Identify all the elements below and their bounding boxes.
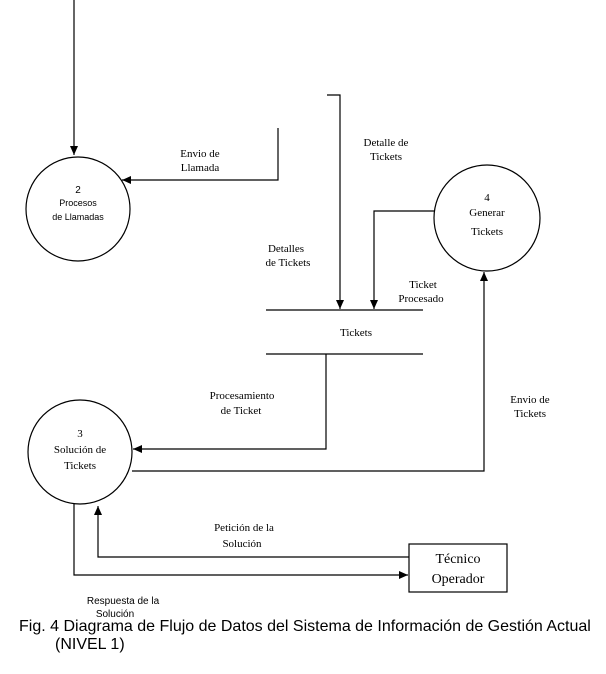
caption-line1: Fig. 4 Diagrama de Flujo de Datos del Si… <box>19 618 591 635</box>
flow-detalle-tickets-label-line2: Tickets <box>370 151 402 163</box>
data-store-tickets: Tickets <box>266 309 423 355</box>
figure-caption: Fig. 4 Diagrama de Flujo de Datos del Si… <box>19 618 599 654</box>
process-4-number: 4 <box>484 192 490 204</box>
flow-peticion-solucion-label-line2: Solución <box>222 538 262 550</box>
process-2-label-line1: Procesos <box>59 198 97 208</box>
flow-respuesta-solucion-label-line2: Solución <box>96 609 134 620</box>
process-3-number: 3 <box>77 428 83 440</box>
flow-procesamiento-ticket: Procesamiento de Ticket <box>133 354 327 453</box>
flow-ticket-procesado-label-line2: Procesado <box>398 293 444 305</box>
flow-respuesta-solucion: Respuesta de la Solución <box>73 504 408 620</box>
process-3: 3 Solución de Tickets <box>27 399 133 505</box>
flow-envio-llamada: Envio de Llamada <box>122 128 279 184</box>
process-3-label-line2: Tickets <box>64 460 96 472</box>
flow-envio-tickets-label-line2: Tickets <box>514 408 546 420</box>
caption-line2: (NIVEL 1) <box>55 636 125 653</box>
flow-detalle-tickets: Detalle de Tickets <box>327 94 409 309</box>
entity-label-line2: Operador <box>432 572 485 587</box>
process-4-label-line2: Tickets <box>471 226 503 238</box>
flow-detalles-de-tickets-label: Detalles de Tickets <box>266 243 311 269</box>
process-4: 4 Generar Tickets <box>433 164 541 272</box>
process-2: 2 Procesos de Llamadas <box>25 156 131 262</box>
flow-ticket-procesado: Ticket Procesado <box>370 210 444 309</box>
flow-peticion-solucion: Petición de la Solución <box>94 506 409 558</box>
flow-peticion-solucion-label-line1: Petición de la <box>214 522 274 534</box>
flow-envio-tickets: Envio de Tickets <box>132 272 550 472</box>
flow-ticket-procesado-label-line1: Ticket <box>409 279 437 291</box>
entity-label-line1: Técnico <box>435 552 480 567</box>
flow-detalles-tickets-label-line2: de Tickets <box>266 257 311 269</box>
process-2-number: 2 <box>75 185 81 196</box>
data-store-label: Tickets <box>340 327 372 339</box>
flow-envio-llamada-label-line2: Llamada <box>181 162 220 174</box>
flow-envio-tickets-label-line1: Envio de <box>510 394 550 406</box>
flow-detalle-tickets-label-line1: Detalle de <box>364 137 409 149</box>
flow-envio-llamada-label-line1: Envio de <box>180 148 220 160</box>
flow-detalles-tickets-label-line1: Detalles <box>268 243 304 255</box>
process-4-label-line1: Generar <box>469 207 505 219</box>
flow-procesamiento-ticket-label-line2: de Ticket <box>221 405 262 417</box>
process-2-label-line2: de Llamadas <box>52 212 104 222</box>
process-3-label-line1: Solución de <box>54 444 106 456</box>
flow-procesamiento-ticket-label-line1: Procesamiento <box>210 390 275 402</box>
flow-respuesta-solucion-label-line1: Respuesta de la <box>87 596 160 607</box>
external-entity-tecnico-operador: Técnico Operador <box>408 543 508 593</box>
